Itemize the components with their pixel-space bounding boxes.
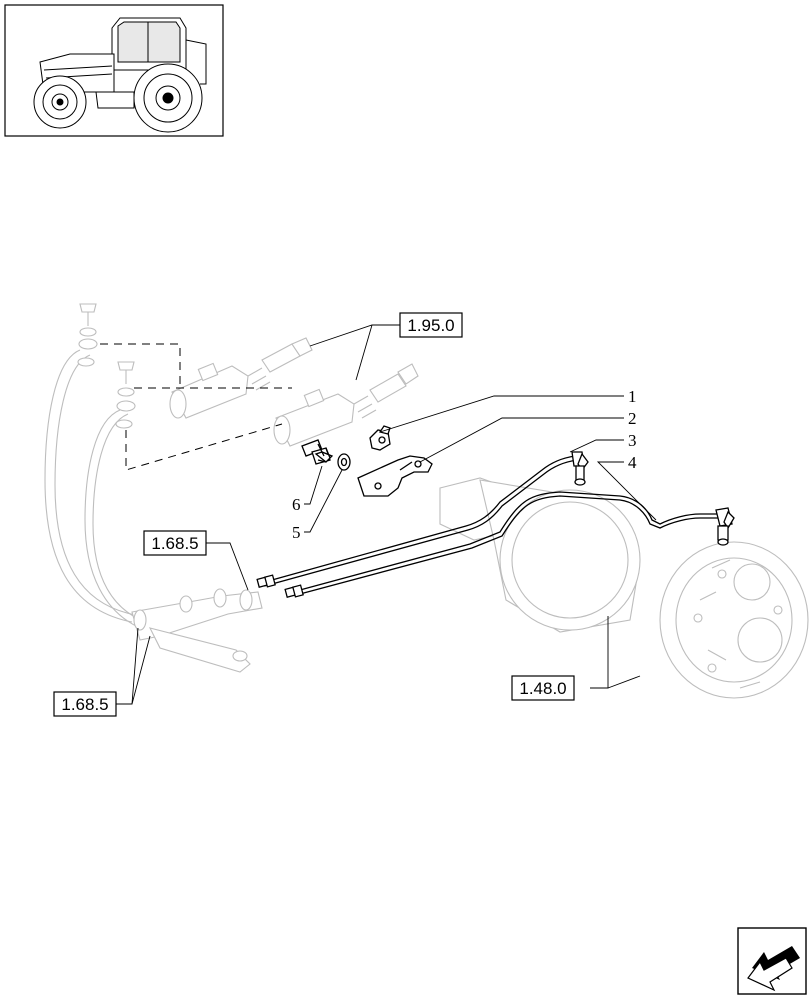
ref-label-1-68-5-upper: 1.68.5 xyxy=(151,534,198,553)
ghost-hoses-left xyxy=(44,303,147,629)
ref-box-1-68-5-lower[interactable]: 1.68.5 xyxy=(53,691,117,717)
part-number-4: 4 xyxy=(628,453,637,472)
part-2-bracket xyxy=(357,455,433,497)
part-3-brake-pipe xyxy=(256,451,589,588)
part-number-6: 6 xyxy=(292,495,301,514)
tractor-thumbnail-icon xyxy=(33,17,207,133)
part-number-2: 2 xyxy=(628,409,637,428)
tractor-thumbnail xyxy=(4,4,224,137)
ref-box-1-48-0[interactable]: 1.48.0 xyxy=(511,675,575,701)
ref-label-1-95-0: 1.95.0 xyxy=(407,316,454,335)
ref-box-1-95-0[interactable]: 1.95.0 xyxy=(399,312,463,338)
part-1-clamp xyxy=(369,425,391,451)
part-4-brake-pipe xyxy=(284,491,735,598)
ghost-rear-axle xyxy=(439,477,809,699)
leader-lines xyxy=(114,324,657,705)
ghost-clutch-lever xyxy=(131,588,263,673)
part-number-3: 3 xyxy=(628,431,637,450)
part-6-bolt xyxy=(301,439,334,465)
part-5-washer xyxy=(337,453,351,471)
ref-label-1-48-0: 1.48.0 xyxy=(519,679,566,698)
next-page-arrow-icon[interactable] xyxy=(737,927,807,995)
ghost-master-cylinders xyxy=(169,337,419,447)
part-number-1: 1 xyxy=(628,387,637,406)
part-number-5: 5 xyxy=(292,523,301,542)
assembly-dash-lines xyxy=(100,343,292,471)
ref-box-1-68-5-upper[interactable]: 1.68.5 xyxy=(143,530,207,556)
ref-label-1-68-5-lower: 1.68.5 xyxy=(61,695,108,714)
